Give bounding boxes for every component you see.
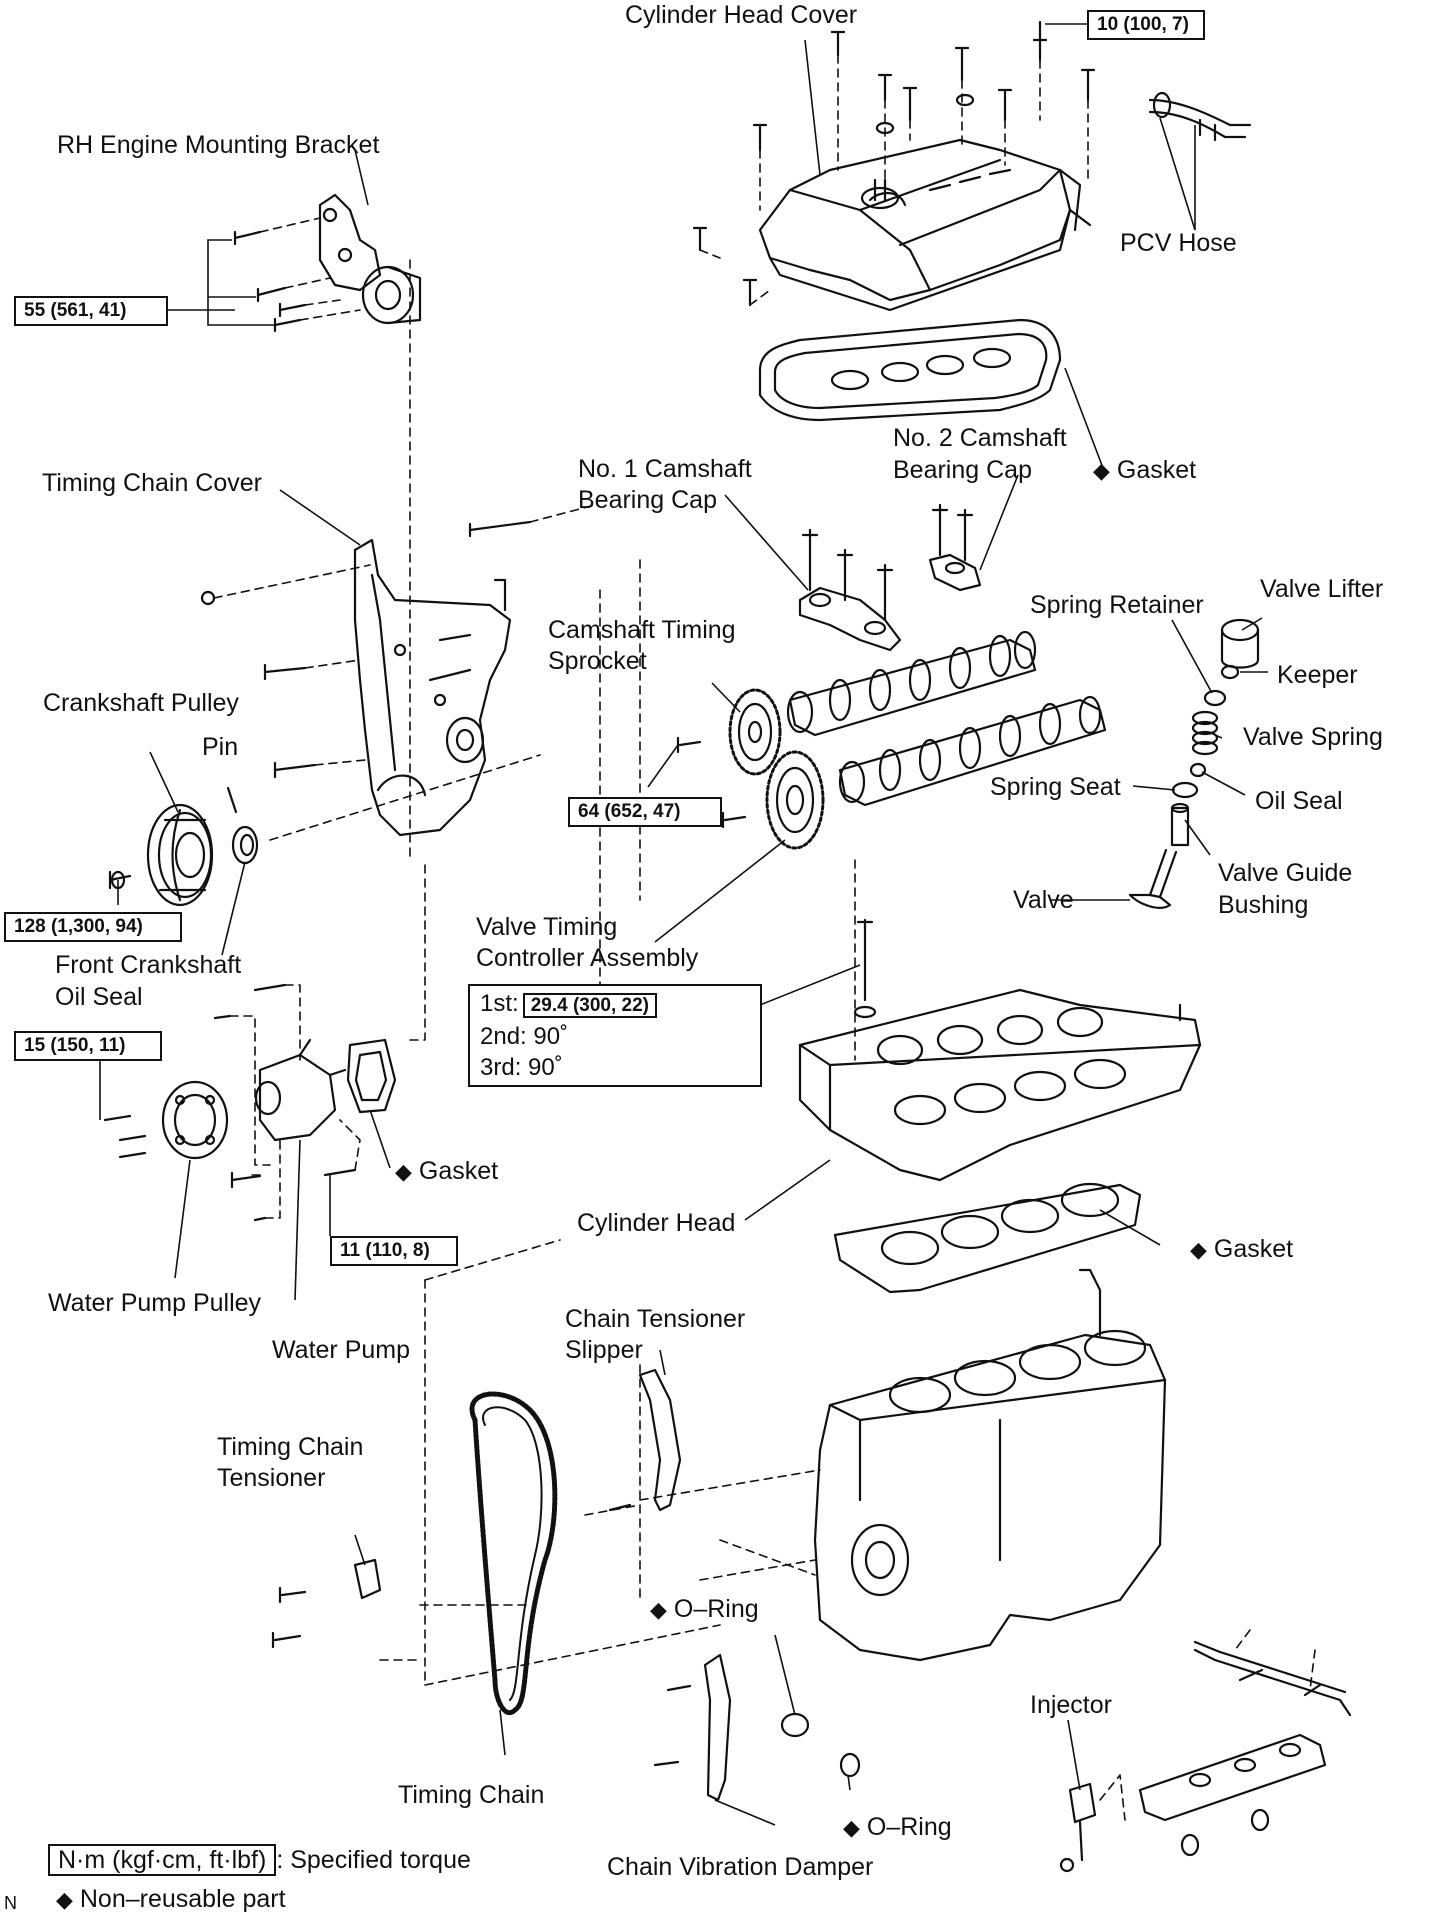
torque-box-crank-pulley: 128 (1,300, 94) [4,912,182,942]
label-keeper: Keeper [1277,661,1358,689]
non-reusable-mark: ◆ [1093,458,1110,483]
crankshaft-pulley-part [146,803,214,907]
label-front-crankshaft-2: Oil Seal [55,983,143,1011]
water-pump-part [254,1038,347,1142]
torque-box-sprocket: 64 (652, 47) [568,797,722,827]
label-water-pump: Water Pump [272,1336,411,1364]
label-valve-timing-2: Controller Assembly [476,944,699,972]
spring-retainer-part [1203,689,1227,707]
label-timing-chain: Timing Chain [398,1781,545,1809]
pcv-hose-part [1148,91,1252,142]
label-valve: Valve [1013,886,1074,914]
label-injector: Injector [1030,1691,1112,1719]
corner-mark: N [4,1893,17,1913]
step2: 2nd: 90˚ [480,1023,569,1050]
torque-box-water-pump: 11 (110, 8) [330,1236,458,1266]
water-pump-bolts [103,983,357,1222]
label-pcv-hose: PCV Hose [1120,229,1237,257]
legend-specified-torque: : Specified torque [276,1846,471,1874]
legend-non-reusable: ◆ Non–reusable part [56,1885,286,1913]
timing-chain-cover-part [353,538,512,837]
step1-label: 1st: [480,990,519,1017]
label-no1-camshaft-1: No. 1 Camshaft [578,455,752,483]
keeper-part [1220,664,1240,680]
chain-vibration-damper-part [653,1653,732,1802]
label-water-pump-pulley: Water Pump Pulley [48,1289,262,1317]
mount-bracket-bolts [233,230,307,333]
label-chain-vibration-damper: Chain Vibration Damper [607,1853,874,1881]
label-rh-engine-mounting-bracket: RH Engine Mounting Bracket [57,131,380,159]
label-chain-tensioner-slipper-1: Chain Tensioner [565,1305,746,1333]
label-pin: Pin [202,733,239,761]
cylinder-head-part [798,988,1202,1182]
label-oil-seal: Oil Seal [1255,787,1343,815]
label-spring-retainer: Spring Retainer [1030,591,1204,619]
chain-tensioner-slipper-part [608,1368,682,1512]
fuel-rail-part [1138,1640,1352,1857]
camshaft-lower-part [838,695,1107,807]
label-valve-guide-1: Valve Guide [1218,859,1353,887]
label-gasket-water-pump: ◆ Gasket [395,1157,499,1185]
label-timing-chain-tensioner-1: Timing Chain [217,1433,364,1461]
label-o-ring-upper: ◆ O–Ring [650,1595,759,1623]
label-o-ring-lower: ◆ O–Ring [843,1813,952,1841]
torque-box-mount-bracket: 55 (561, 41) [14,296,168,326]
camshaft-timing-sprocket-part [728,688,782,776]
label-spring-seat: Spring Seat [990,773,1121,801]
label-front-crankshaft-1: Front Crankshaft [55,951,242,979]
no1-camshaft-bearing-cap-part [798,528,902,652]
torque-box-head-step1: 29.4 (300, 22) [522,993,657,1018]
legend-torque: N·m (kgf·cm, ft·lbf): Specified torque [48,1844,471,1876]
cylinder-block-part [813,1268,1167,1662]
legend-unit-box: N·m (kgf·cm, ft·lbf) [48,1844,277,1876]
no2-camshaft-bearing-cap-part [928,503,982,592]
label-chain-tensioner-slipper-2: Slipper [565,1336,643,1364]
water-pump-gasket-part [346,1038,397,1114]
camshaft-upper-part [786,630,1037,737]
label-camshaft-timing-sprocket-2: Sprocket [548,647,647,675]
crank-pulley-bolt [108,870,132,890]
oil-seal-part [1189,762,1207,778]
valve-guide-bushing-part [1170,802,1190,847]
valve-spring-part [1191,710,1219,756]
torque-box-water-pump-pulley: 15 (150, 11) [14,1031,162,1061]
label-cylinder-head: Cylinder Head [577,1209,736,1237]
water-pump-pulley-part [161,1080,229,1160]
label-no2-camshaft-1: No. 2 Camshaft [893,424,1067,452]
label-no2-camshaft-2: Bearing Cap [893,456,1032,484]
valve-part [1128,848,1178,909]
front-crank-oil-seal-part [226,786,259,865]
label-crankshaft-pulley: Crankshaft Pulley [43,689,239,717]
injector-part [1059,1782,1097,1873]
head-bolt-torque-steps: 1st:29.4 (300, 22) 2nd: 90˚ 3rd: 90˚ [468,984,762,1087]
label-valve-lifter: Valve Lifter [1260,575,1384,603]
label-cylinder-head-cover: Cylinder Head Cover [625,1,858,29]
rh-mount-bracket-part [318,193,422,325]
cover-gasket-part [758,318,1062,422]
label-gasket-top: ◆ Gasket [1093,456,1197,484]
timing-chain-tensioner-part [271,1558,382,1649]
label-no1-camshaft-2: Bearing Cap [578,486,717,514]
valve-lifter-part [1220,618,1260,669]
cylinder-head-bolt [853,918,877,1019]
label-valve-guide-2: Bushing [1218,891,1309,919]
label-valve-spring: Valve Spring [1243,723,1383,751]
timing-chain-part [469,1391,558,1715]
label-timing-chain-tensioner-2: Tensioner [217,1464,326,1492]
label-camshaft-timing-sprocket-1: Camshaft Timing [548,616,736,644]
step3: 3rd: 90˚ [480,1054,563,1081]
label-timing-chain-cover: Timing Chain Cover [42,469,262,497]
o-ring-upper-part [780,1712,810,1738]
spring-seat-part [1171,781,1199,799]
cylinder-head-gasket-part [833,1182,1142,1294]
cylinder-head-cover-part [758,138,1092,312]
valve-timing-controller-part [765,750,825,850]
o-ring-lower-part [839,1752,861,1778]
label-gasket-head: ◆ Gasket [1190,1235,1294,1263]
timing-cover-bolts [200,520,532,1189]
label-valve-timing-1: Valve Timing [476,913,618,941]
torque-box-cover: 10 (100, 7) [1087,10,1205,40]
cover-bolts [692,20,1096,307]
